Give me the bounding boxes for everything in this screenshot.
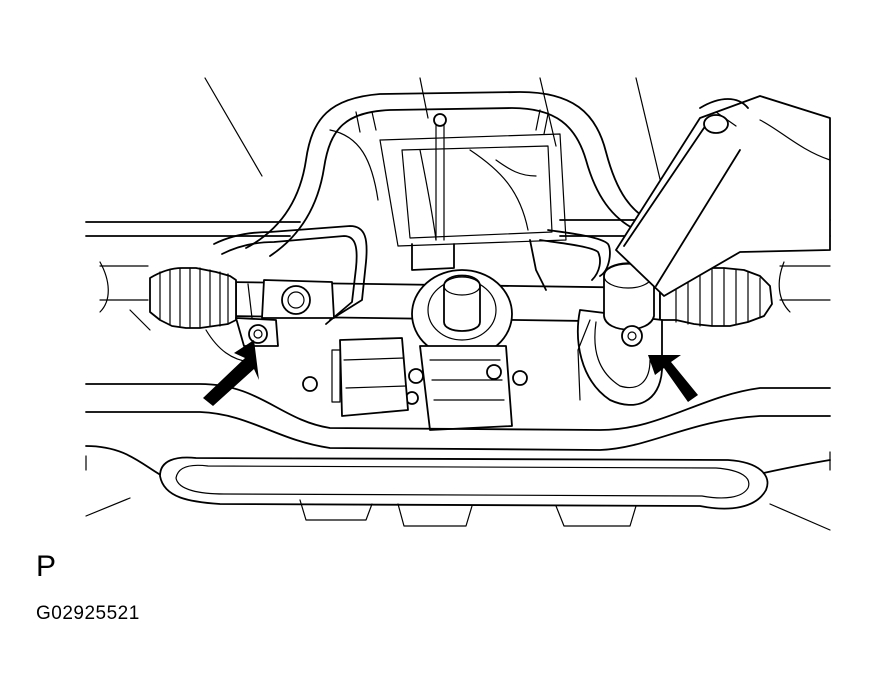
crossmember-pipe bbox=[245, 91, 661, 257]
pinion-valve-housing bbox=[302, 269, 528, 431]
left-rack-boot bbox=[149, 267, 237, 329]
view-letter: P bbox=[36, 550, 57, 583]
left-bolt-arrow bbox=[203, 340, 259, 406]
right-bolt-arrow bbox=[648, 355, 698, 402]
right-mount-bracket bbox=[577, 262, 663, 406]
engine-oil-pan bbox=[329, 113, 567, 247]
left-mounting-bolt bbox=[248, 324, 268, 344]
lower-crossmember bbox=[85, 383, 831, 531]
leader-lines bbox=[204, 77, 665, 197]
lower-actuator bbox=[331, 337, 409, 417]
steering-column bbox=[615, 95, 831, 297]
right-mounting-bolt bbox=[621, 325, 643, 347]
hydraulic-lines bbox=[213, 225, 611, 325]
side-members bbox=[99, 261, 791, 401]
figure-code: G02925521 bbox=[36, 603, 140, 624]
